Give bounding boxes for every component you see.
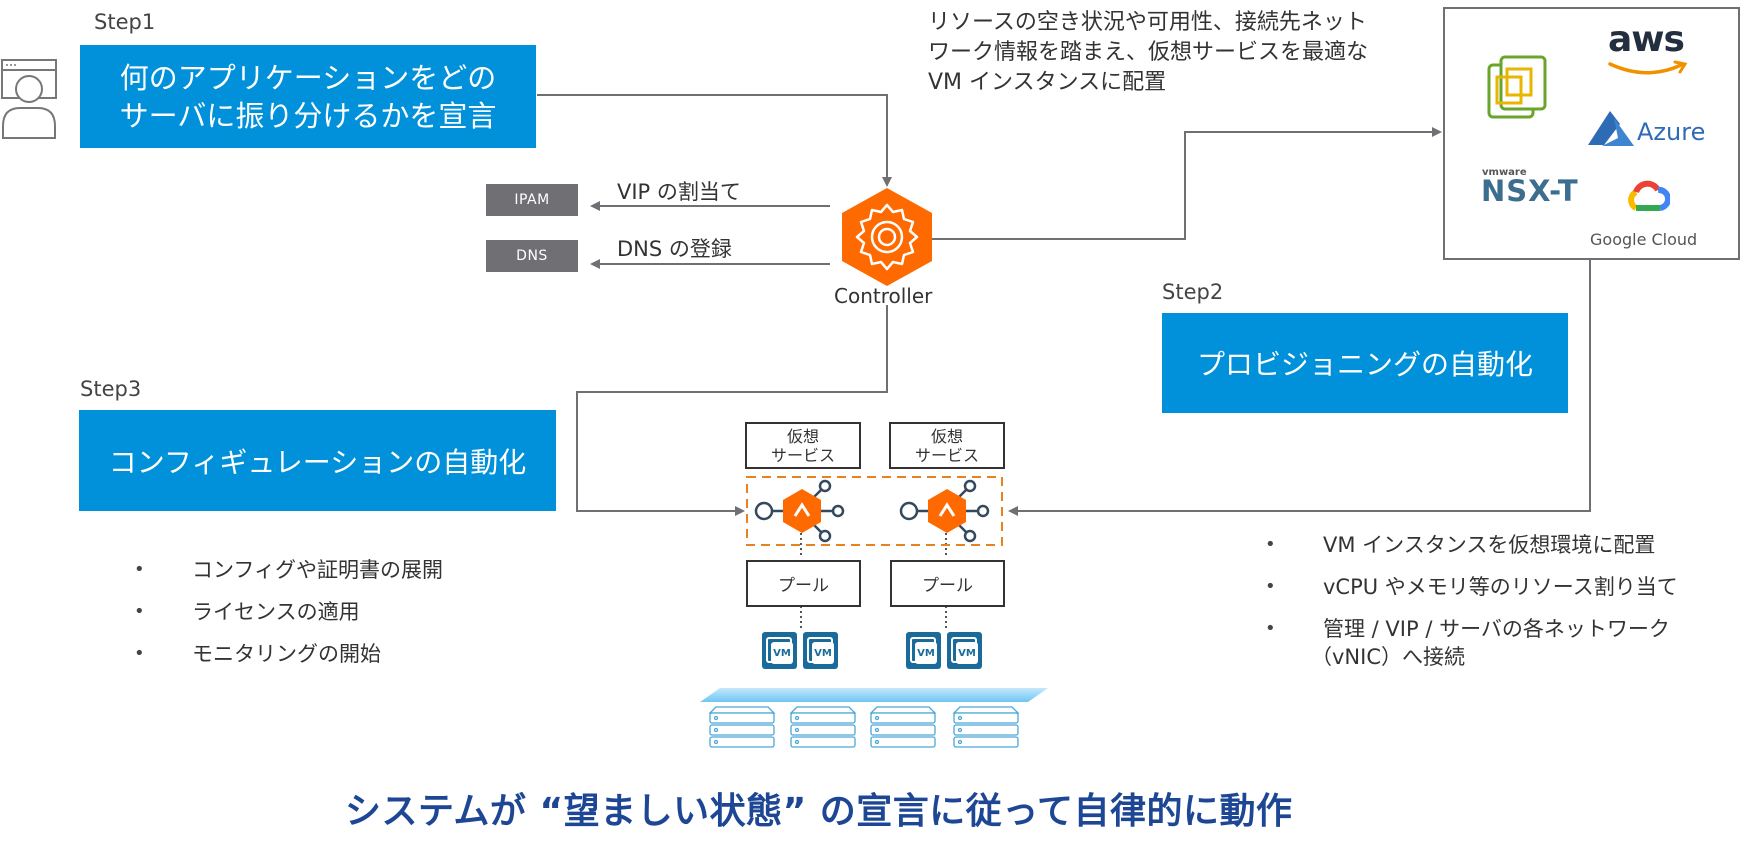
- google-cloud-icon: [1628, 180, 1670, 211]
- nsxt-logo: NSX-T: [1481, 174, 1579, 208]
- step3-box: コンフィギュレーションの自動化: [79, 410, 556, 511]
- ipam-tag: IPAM: [486, 184, 578, 216]
- step2-bullet: 管理 / VIP / サーバの各ネットワーク: [1265, 615, 1678, 643]
- step2-bullet: vCPU やメモリ等のリソース割り当て: [1265, 573, 1678, 601]
- google-cloud-label: Google Cloud: [1590, 230, 1698, 249]
- arrow-controller-to-service-engines: [576, 305, 888, 516]
- dns-registration-label: DNS の登録: [617, 237, 732, 261]
- arrow-controller-to-platforms: [931, 127, 1442, 240]
- step3-bullet: ライセンスの適用: [134, 598, 443, 626]
- step3-bullet-list: コンフィグや証明書の展開 ライセンスの適用 モニタリングの開始: [134, 556, 443, 682]
- virtual-service-box: 仮想 サービス: [889, 422, 1005, 469]
- platforms-box: aws Azure vmware NSX-T Google Cloud: [1443, 7, 1740, 260]
- vm-group: VM VM: [762, 632, 838, 669]
- vm-group: VM VM: [906, 632, 982, 669]
- vsphere-icon: [1487, 55, 1547, 119]
- service-engine-group: [746, 476, 1003, 546]
- user-icon: [1, 59, 57, 139]
- azure-label: Azure: [1637, 118, 1706, 146]
- step3-bullet: モニタリングの開始: [134, 640, 443, 668]
- dns-tag: DNS: [486, 240, 578, 272]
- pool-box: プール: [746, 560, 861, 607]
- virtual-service-box: 仮想 サービス: [745, 422, 861, 469]
- step2-bullet-list: VM インスタンスを仮想環境に配置 vCPU やメモリ等のリソース割り当て 管理…: [1265, 531, 1678, 685]
- azure-icon: [1588, 111, 1634, 146]
- aws-logo: aws: [1608, 19, 1685, 60]
- pool-box: プール: [890, 560, 1005, 607]
- step1-box-line1: 何のアプリケーションをどの: [119, 60, 497, 95]
- controller-icon: [842, 188, 932, 286]
- footer-title: システムが “望ましい状態” の宣言に従って自律的に動作: [345, 791, 1293, 832]
- vm-icon: VM: [803, 632, 838, 669]
- step1-label: Step1: [94, 10, 156, 34]
- step3-label: Step3: [80, 377, 142, 401]
- vm-icon: VM: [762, 632, 797, 669]
- server-infrastructure-icon: [700, 688, 1048, 748]
- step1-box-line2: サーバに振り分けるかを宣言: [119, 98, 497, 133]
- controller-label: Controller: [834, 284, 933, 308]
- vmware-brand: vmware: [1482, 167, 1527, 178]
- gear-icon: [855, 203, 919, 271]
- step3-bullet: コンフィグや証明書の展開: [134, 556, 443, 584]
- step1-box: 何のアプリケーションをどの サーバに振り分けるかを宣言: [80, 45, 536, 148]
- step2-label: Step2: [1162, 280, 1224, 304]
- aws-smile-icon: [1608, 60, 1688, 75]
- vm-icon: VM: [947, 632, 982, 669]
- vm-icon: VM: [906, 632, 941, 669]
- step2-box: プロビジョニングの自動化: [1162, 313, 1568, 413]
- step2-bullet-continuation: （vNIC）へ接続: [1311, 645, 1465, 669]
- step2-description: リソースの空き状況や可用性、接続先ネット ワーク情報を踏まえ、仮想サービスを最適…: [928, 10, 1369, 95]
- vip-allocation-label: VIP の割当て: [617, 180, 741, 204]
- service-engine-icon: [754, 479, 845, 543]
- service-engine-icon: [899, 479, 990, 543]
- step2-bullet: VM インスタンスを仮想環境に配置: [1265, 531, 1678, 559]
- arrow-platforms-to-service-engines: [1008, 258, 1591, 516]
- arrow-step1-to-controller: [537, 94, 892, 187]
